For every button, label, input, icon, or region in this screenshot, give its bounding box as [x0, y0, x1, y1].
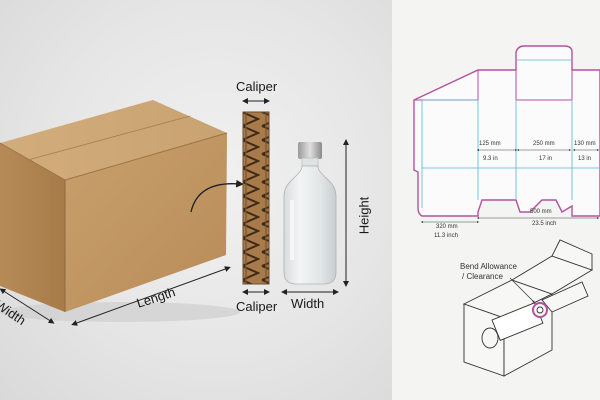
dim-125mm: 125 mm — [479, 141, 501, 147]
dim-17in: 17 in — [539, 156, 553, 162]
dieline-diagram: 125 mm 9.3 in 250 mm 17 in 130 mm 13 in … — [392, 0, 600, 400]
caliper-top-label: Caliper — [236, 79, 278, 94]
corrugated-cross-section — [242, 111, 270, 285]
dim-11-3inch: 11.3 inch — [434, 233, 458, 239]
dieline-drawing — [413, 45, 600, 377]
photo-illustration — [0, 98, 349, 326]
dim-320mm: 320 mm — [436, 224, 458, 230]
product-photo: Caliper Caliper Width Height Length Widt… — [0, 0, 392, 400]
dim-250mm: 250 mm — [533, 141, 555, 147]
caliper-bottom-label: Caliper — [236, 299, 278, 314]
dieline-cut-outline — [413, 45, 600, 217]
dim-23-5inch: 23.5 inch — [532, 221, 557, 227]
dim-13in: 13 in — [578, 156, 592, 162]
clearance-label: / Clearance — [462, 272, 503, 281]
bend-allowance-label: Bend Allowance — [460, 262, 517, 271]
dim-500mm: 500 mm — [530, 209, 552, 215]
dimension-lines — [420, 148, 600, 224]
height-label: Height — [356, 196, 372, 235]
dim-9-3in: 9.3 in — [483, 156, 498, 162]
bottle-width-label: Width — [291, 296, 325, 311]
dim-130mm: 130 mm — [574, 141, 596, 147]
isometric-box-illustration — [462, 239, 594, 377]
glass-bottle — [283, 142, 337, 285]
